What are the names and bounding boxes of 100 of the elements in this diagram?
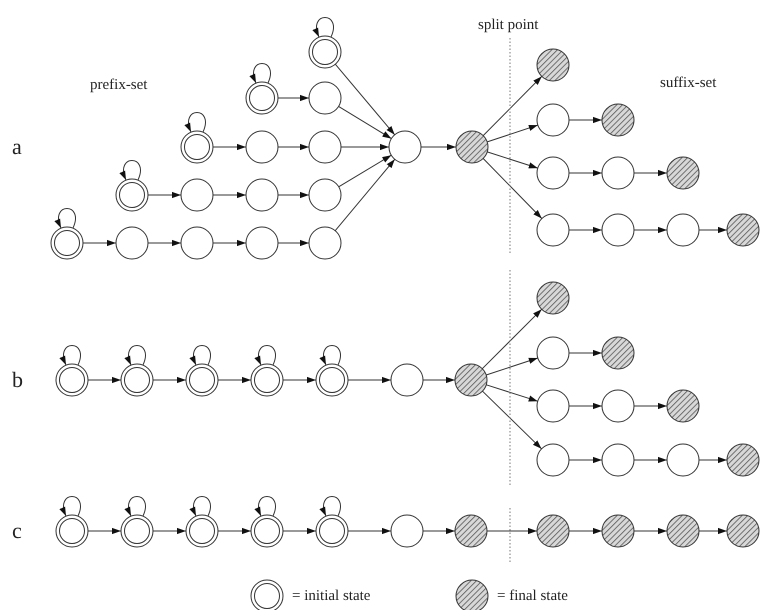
transition-arrow	[568, 402, 602, 410]
transition-arrow	[634, 226, 668, 234]
transition-arrow	[482, 158, 542, 219]
transition-arrow	[282, 528, 316, 534]
self-loop-arrow	[250, 63, 271, 84]
transition-arrow	[338, 106, 392, 140]
transition-arrow	[218, 376, 252, 384]
final-state-circle	[726, 443, 760, 477]
final-state-circle	[726, 514, 760, 548]
transition-arrow	[482, 390, 542, 450]
final-state-circle	[726, 213, 760, 247]
transition-arrow	[148, 192, 182, 198]
initial-state-circle	[120, 363, 154, 397]
initial-state-circle	[250, 363, 284, 397]
transition-arrow	[634, 456, 668, 464]
transition-arrow	[420, 144, 456, 150]
legend-label: = final state	[497, 588, 568, 604]
self-loop-arrow	[60, 345, 81, 366]
state-circle	[245, 178, 279, 212]
transition-arrow	[152, 376, 186, 384]
self-loop-arrow	[255, 345, 276, 366]
state-circle	[245, 226, 279, 260]
transition-arrow	[486, 151, 538, 169]
transition-arrow	[88, 376, 122, 384]
state-circle	[180, 178, 214, 212]
self-loop-arrow	[55, 208, 76, 228]
self-loop-arrow	[125, 345, 146, 366]
final-state-circle	[454, 514, 488, 548]
state-circle	[536, 156, 570, 190]
state-circle	[601, 213, 635, 247]
state-circle	[388, 130, 422, 164]
transition-arrow	[568, 350, 602, 356]
state-circle	[245, 130, 279, 164]
self-loop-arrow	[320, 345, 341, 366]
initial-state-circle	[245, 81, 279, 115]
legend-label: = initial state	[292, 588, 370, 604]
transition-arrow	[88, 528, 122, 534]
final-state-circle	[536, 281, 570, 315]
self-loop-arrow	[190, 496, 211, 516]
initial-state-circle	[115, 178, 149, 212]
initial-state-circle	[180, 130, 214, 164]
state-circle	[390, 514, 424, 548]
transition-arrow	[422, 376, 456, 384]
final-state-circle	[454, 363, 488, 397]
transition-arrow	[278, 240, 310, 246]
initial-state-circle	[120, 514, 154, 548]
state-circle	[536, 443, 570, 477]
transition-arrow	[482, 76, 542, 136]
transition-arrow	[282, 376, 316, 384]
self-loop-arrow	[185, 112, 206, 132]
state-circle	[536, 389, 570, 423]
state-circle	[666, 443, 700, 477]
final-state-circle	[666, 514, 700, 548]
transition-arrow	[486, 384, 538, 402]
transition-arrow	[486, 528, 538, 534]
transition-arrow	[698, 226, 728, 234]
transition-arrow	[218, 528, 252, 534]
transition-arrow	[568, 528, 602, 534]
set-label: prefix-set	[90, 78, 148, 93]
transition-arrow	[148, 240, 182, 246]
transition-arrow	[152, 528, 186, 534]
initial-state-circle	[185, 363, 219, 397]
state-circle	[180, 226, 214, 260]
transition-arrow	[568, 226, 602, 234]
transition-arrow	[634, 170, 668, 176]
row-letter: a	[12, 136, 22, 158]
transition-arrow	[278, 144, 310, 150]
initial-state-circle	[55, 514, 89, 548]
transition-arrow	[348, 528, 392, 534]
final-state-circle	[666, 156, 700, 190]
self-loop-arrow	[190, 345, 211, 366]
set-label: suffix-set	[660, 76, 716, 91]
state-circle	[666, 213, 700, 247]
transition-arrow	[278, 94, 310, 102]
state-circle	[308, 81, 342, 115]
self-loop-arrow	[313, 17, 334, 38]
transition-arrow	[340, 144, 390, 150]
final-state-circle	[536, 48, 570, 82]
state-circle	[536, 103, 570, 137]
row-letter: b	[12, 369, 23, 391]
state-circle	[115, 226, 149, 260]
state-circle	[536, 213, 570, 247]
transition-arrow	[334, 158, 396, 232]
state-circle	[308, 226, 342, 260]
final-state-circle	[666, 389, 700, 423]
state-circle	[308, 130, 342, 164]
transition-arrow	[568, 116, 602, 124]
initial-state-circle	[50, 226, 84, 260]
initial-state-circle	[308, 35, 342, 69]
transition-arrow	[698, 528, 728, 534]
transition-arrow	[634, 528, 668, 534]
transition-arrow	[422, 528, 456, 534]
transition-arrow	[486, 358, 538, 376]
initial-state-circle	[315, 514, 349, 548]
transition-arrow	[212, 240, 246, 246]
final-state-circle	[536, 514, 570, 548]
initial-state-circle	[185, 514, 219, 548]
transition-arrow	[482, 308, 542, 370]
state-circle	[390, 363, 424, 397]
initial-state-circle	[250, 514, 284, 548]
